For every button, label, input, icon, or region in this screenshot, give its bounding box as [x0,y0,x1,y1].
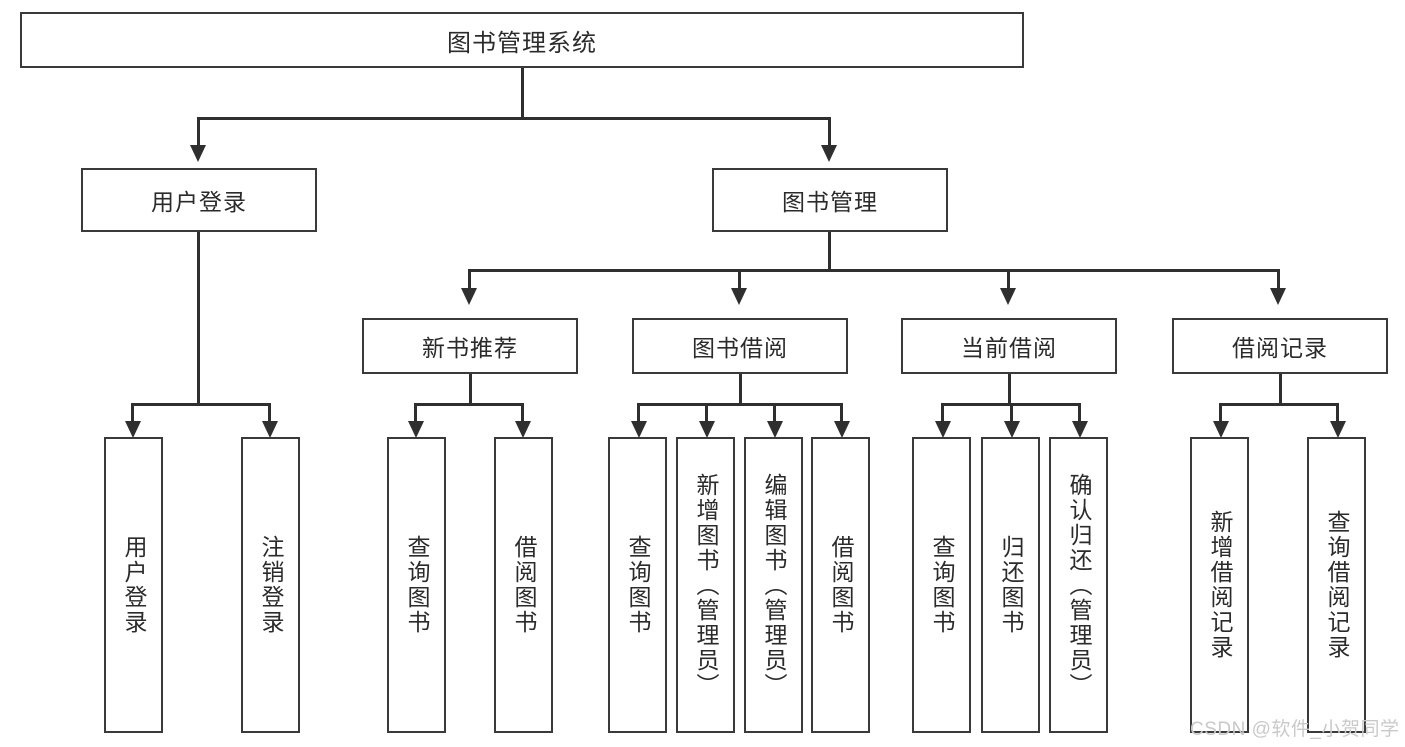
leaf-bb-edit-book-admin[interactable]: 编辑图书（管理员） [744,437,803,733]
edge-level3-drop-2 [738,269,741,290]
edge-user-login-stem [197,232,200,405]
edge-bb-drop-1 [637,403,640,423]
edge-cb-stem [1008,374,1011,405]
node-label: 编辑图书（管理员） [761,472,787,698]
node-label: 查询图书 [404,535,430,635]
node-label: 查询图书 [929,535,955,635]
node-label: 新增借阅记录 [1207,510,1233,660]
edge-nbr-drop-1 [414,403,417,423]
node-label: 查询借阅记录 [1324,510,1350,660]
leaf-bb-add-book-admin[interactable]: 新增图书（管理员） [676,437,735,733]
edge-level3-drop-4 [1277,269,1280,290]
node-book-manage[interactable]: 图书管理 [712,168,948,232]
edge-bb-stem [739,374,742,405]
edge-root-stem [521,68,524,118]
node-borrow-record[interactable]: 借阅记录 [1172,318,1388,374]
node-new-book-recommend[interactable]: 新书推荐 [362,318,578,374]
edge-level2-bus [197,117,830,120]
edge-book-manage-stem [828,232,831,271]
node-label: 图书管理系统 [447,29,597,57]
node-label: 用户登录 [151,189,247,215]
edge-bb-drop-3 [773,403,776,423]
arrow-to-current-borrow [1000,288,1016,305]
leaf-br-add-record[interactable]: 新增借阅记录 [1190,437,1249,733]
arrow-to-cb-leaf-3 [1072,421,1088,438]
edge-bb-drop-2 [705,403,708,423]
arrow-to-nbr-leaf-1 [408,421,424,438]
arrow-to-leaf-logout [262,421,278,438]
arrow-to-new-book-recommend [461,288,477,305]
arrow-to-borrow-record [1270,288,1286,305]
node-label: 归还图书 [998,535,1024,635]
leaf-bb-query-book[interactable]: 查询图书 [608,437,667,733]
node-label: 确认归还（管理员） [1066,472,1092,698]
node-label: 查询图书 [625,535,651,635]
leaf-bb-borrow-book[interactable]: 借阅图书 [811,437,870,733]
edge-nbr-stem [469,374,472,405]
leaf-cb-return-book[interactable]: 归还图书 [981,437,1040,733]
edge-level3-drop-1 [468,269,471,290]
edge-user-login-bus [131,403,270,406]
arrow-to-br-leaf-2 [1330,421,1346,438]
arrow-to-bb-leaf-3 [767,421,783,438]
node-label: 图书管理 [782,189,878,215]
edge-br-stem [1279,374,1282,405]
leaf-cb-query-book[interactable]: 查询图书 [912,437,971,733]
leaf-nbr-borrow-book[interactable]: 借阅图书 [494,437,553,733]
node-label: 用户登录 [121,535,147,635]
arrow-to-nbr-leaf-2 [515,421,531,438]
node-user-login[interactable]: 用户登录 [81,168,317,232]
arrow-to-bb-leaf-4 [834,421,850,438]
node-label: 新增图书（管理员） [693,472,719,698]
edge-cb-drop-2 [1010,403,1013,423]
arrow-to-bb-leaf-2 [699,421,715,438]
node-label: 借阅记录 [1232,335,1328,361]
edge-bb-bus [637,403,843,406]
edge-level3-drop-3 [1007,269,1010,290]
csdn-watermark: CSDN @软件_小贺同学 [1190,719,1400,740]
leaf-logout[interactable]: 注销登录 [241,437,300,733]
node-current-borrow[interactable]: 当前借阅 [901,318,1117,374]
edge-br-drop-2 [1336,403,1339,423]
arrow-to-br-leaf-1 [1213,421,1229,438]
arrow-to-book-borrow [731,288,747,305]
node-label: 新书推荐 [422,335,518,361]
edge-user-login-drop-2 [268,403,271,423]
edge-level3-bus [468,269,1280,272]
node-label: 当前借阅 [961,335,1057,361]
edge-cb-drop-1 [941,403,944,423]
arrow-to-leaf-user-login [125,421,141,438]
leaf-user-login[interactable]: 用户登录 [104,437,163,733]
node-root-system[interactable]: 图书管理系统 [20,12,1024,68]
leaf-br-query-record[interactable]: 查询借阅记录 [1307,437,1366,733]
node-label: 借阅图书 [828,535,854,635]
edge-bb-drop-4 [840,403,843,423]
edge-level2-drop-left [197,117,200,145]
arrow-to-user-login [190,145,206,162]
edge-br-bus [1219,403,1339,406]
arrow-to-bb-leaf-1 [631,421,647,438]
leaf-nbr-query-book[interactable]: 查询图书 [387,437,446,733]
arrow-to-cb-leaf-2 [1004,421,1020,438]
edge-user-login-drop-1 [131,403,134,423]
node-label: 借阅图书 [511,535,537,635]
arrow-to-cb-leaf-1 [935,421,951,438]
edge-nbr-drop-2 [521,403,524,423]
edge-level2-drop-right [828,117,831,145]
node-label: 图书借阅 [692,335,788,361]
arrow-to-book-manage [821,145,837,162]
leaf-cb-confirm-return-admin[interactable]: 确认归还（管理员） [1049,437,1108,733]
node-book-borrow[interactable]: 图书借阅 [632,318,848,374]
edge-cb-drop-3 [1078,403,1081,423]
edge-br-drop-1 [1219,403,1222,423]
node-label: 注销登录 [258,535,284,635]
edge-nbr-bus [414,403,524,406]
